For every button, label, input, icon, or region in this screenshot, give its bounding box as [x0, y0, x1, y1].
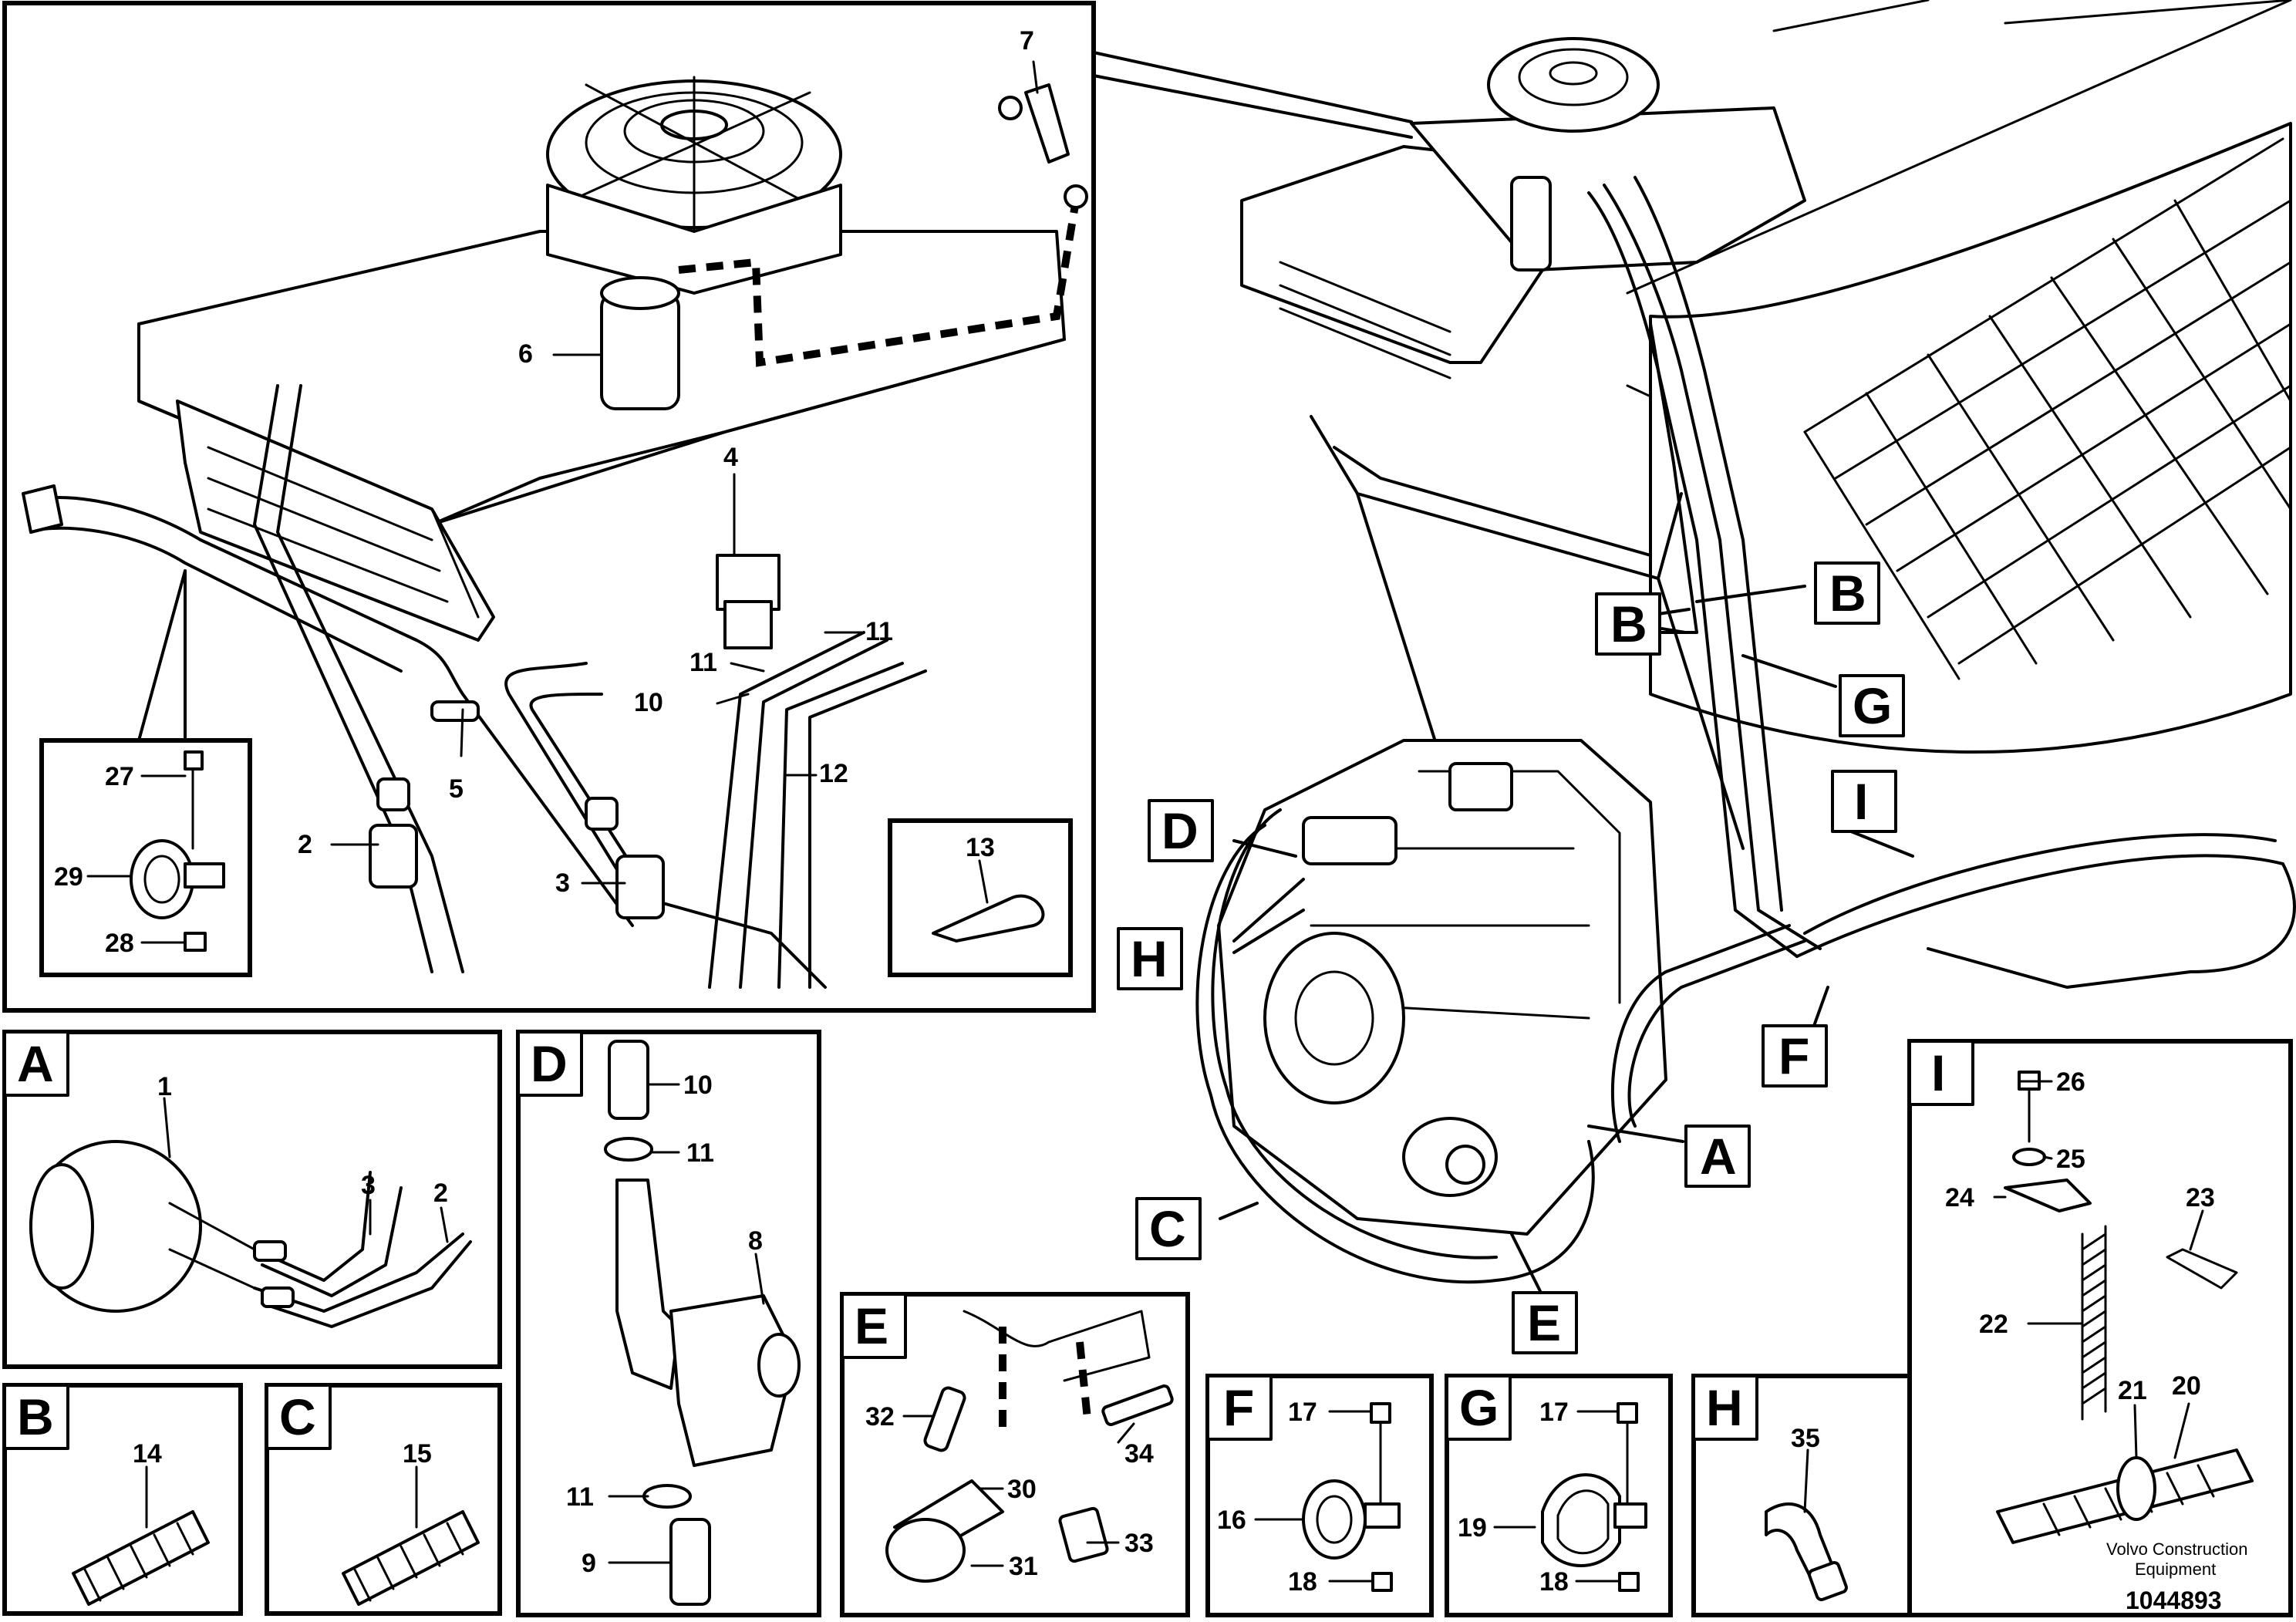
detail-c-panel: C 15: [265, 1383, 502, 1616]
detail-g-part-18: 18: [1539, 1567, 1569, 1597]
detail-d-letter: D: [531, 1035, 568, 1092]
detail-b-part-14: 14: [133, 1439, 162, 1469]
detail-d-part-11-bottom: 11: [566, 1482, 594, 1512]
drawing-number: 1044893: [2126, 1587, 2222, 1614]
overview-letter-b-right: B: [1829, 565, 1866, 622]
inset-clamp: 27 29 28: [39, 738, 252, 977]
detail-i-part-23: 23: [2186, 1183, 2215, 1212]
detail-i-part-25: 25: [2056, 1145, 2085, 1174]
detail-g-part-19: 19: [1458, 1513, 1487, 1543]
callout-12: 12: [819, 759, 848, 788]
detail-d-part-9: 9: [582, 1549, 596, 1578]
detail-i-part-24: 24: [1945, 1183, 1974, 1212]
callout-27: 27: [105, 762, 134, 791]
overview-letter-b-left: B: [1610, 595, 1647, 653]
overview-letter-c: C: [1149, 1200, 1186, 1257]
detail-a-part-2: 2: [433, 1179, 448, 1208]
detail-a-panel: A 1 3 2: [2, 1030, 502, 1369]
callout-29: 29: [54, 862, 83, 892]
overview-letter-g: G: [1853, 677, 1892, 734]
detail-e-panel: E 32 34 30 33 31: [840, 1292, 1190, 1617]
engine: [1217, 739, 1667, 1236]
detail-e-part-30: 30: [1007, 1475, 1037, 1504]
callout-7: 7: [1020, 26, 1034, 56]
detail-g-part-17: 17: [1539, 1398, 1569, 1427]
detail-a-letter: A: [17, 1035, 54, 1092]
detail-d-panel: D 10 11 8 11 9: [516, 1030, 821, 1617]
callout-28: 28: [105, 929, 134, 958]
brand-line-2: Equipment: [2135, 1560, 2216, 1579]
main-detail-panel: 7 6 4 11 11 10 12 5 2 3 27 29 28: [2, 1, 1413, 1013]
detail-h-letter: H: [1706, 1379, 1743, 1436]
callout-4: 4: [723, 443, 738, 472]
callout-13: 13: [966, 833, 995, 862]
detail-d-part-10: 10: [683, 1071, 713, 1100]
detail-e-part-31: 31: [1009, 1552, 1038, 1581]
detail-h-part-35: 35: [1791, 1424, 1820, 1453]
detail-a-part-1: 1: [157, 1072, 172, 1101]
overview-letter-d: D: [1161, 802, 1199, 859]
overview-letter-f: F: [1778, 1027, 1809, 1084]
inset-cable-tie: 13: [888, 818, 1073, 977]
callout-5: 5: [449, 774, 464, 804]
detail-e-letter: E: [855, 1297, 888, 1354]
detail-c-letter: C: [279, 1388, 316, 1445]
callout-11b: 11: [689, 648, 717, 677]
detail-f-panel: F 17 16 18: [1205, 1374, 1434, 1617]
detail-e-part-32: 32: [865, 1402, 895, 1431]
detail-i-part-26: 26: [2056, 1067, 2085, 1097]
callout-3: 3: [555, 868, 570, 898]
overview-letter-e: E: [1527, 1294, 1561, 1351]
overview-callouts: B B G I D H F A C E: [1117, 561, 1914, 1354]
detail-h-panel: H 35: [1691, 1374, 1913, 1617]
detail-g-panel: G 17 19 18: [1445, 1374, 1673, 1617]
detail-i-letter: I: [1931, 1044, 1945, 1101]
detail-i-panel: I 26 25 24 23 22 21 20: [1907, 1039, 2293, 1617]
overview-letter-h: H: [1131, 930, 1168, 987]
detail-f-part-16: 16: [1217, 1506, 1246, 1535]
detail-e-part-34: 34: [1124, 1439, 1154, 1469]
brand-line-1: Volvo Construction: [2106, 1539, 2247, 1559]
machine-overview: B B G I D H F A C E: [1117, 0, 2296, 1354]
detail-f-part-17: 17: [1288, 1398, 1317, 1427]
detail-i-part-20: 20: [2172, 1371, 2201, 1401]
callout-6: 6: [518, 339, 533, 369]
detail-i-part-21: 21: [2118, 1376, 2147, 1405]
overview-letter-i: I: [1854, 773, 1868, 830]
grille: [1803, 137, 2292, 680]
detail-c-part-15: 15: [403, 1439, 432, 1469]
detail-g-letter: G: [1459, 1379, 1499, 1436]
detail-e-part-33: 33: [1124, 1529, 1154, 1558]
detail-d-part-11-top: 11: [686, 1138, 714, 1168]
detail-b-letter: B: [17, 1388, 54, 1445]
detail-a-part-3: 3: [361, 1171, 376, 1200]
overview-letter-a: A: [1700, 1128, 1737, 1185]
footer-block: Volvo Construction Equipment 1044893: [2106, 1539, 2247, 1614]
callout-2: 2: [298, 830, 312, 859]
detail-d-part-8: 8: [748, 1226, 763, 1256]
detail-i-part-22: 22: [1979, 1310, 2008, 1339]
detail-b-panel: B 14: [2, 1383, 243, 1616]
detail-f-part-18: 18: [1288, 1567, 1317, 1597]
detail-f-letter: F: [1223, 1379, 1254, 1436]
callout-10: 10: [634, 688, 663, 717]
callout-11a: 11: [865, 617, 893, 646]
